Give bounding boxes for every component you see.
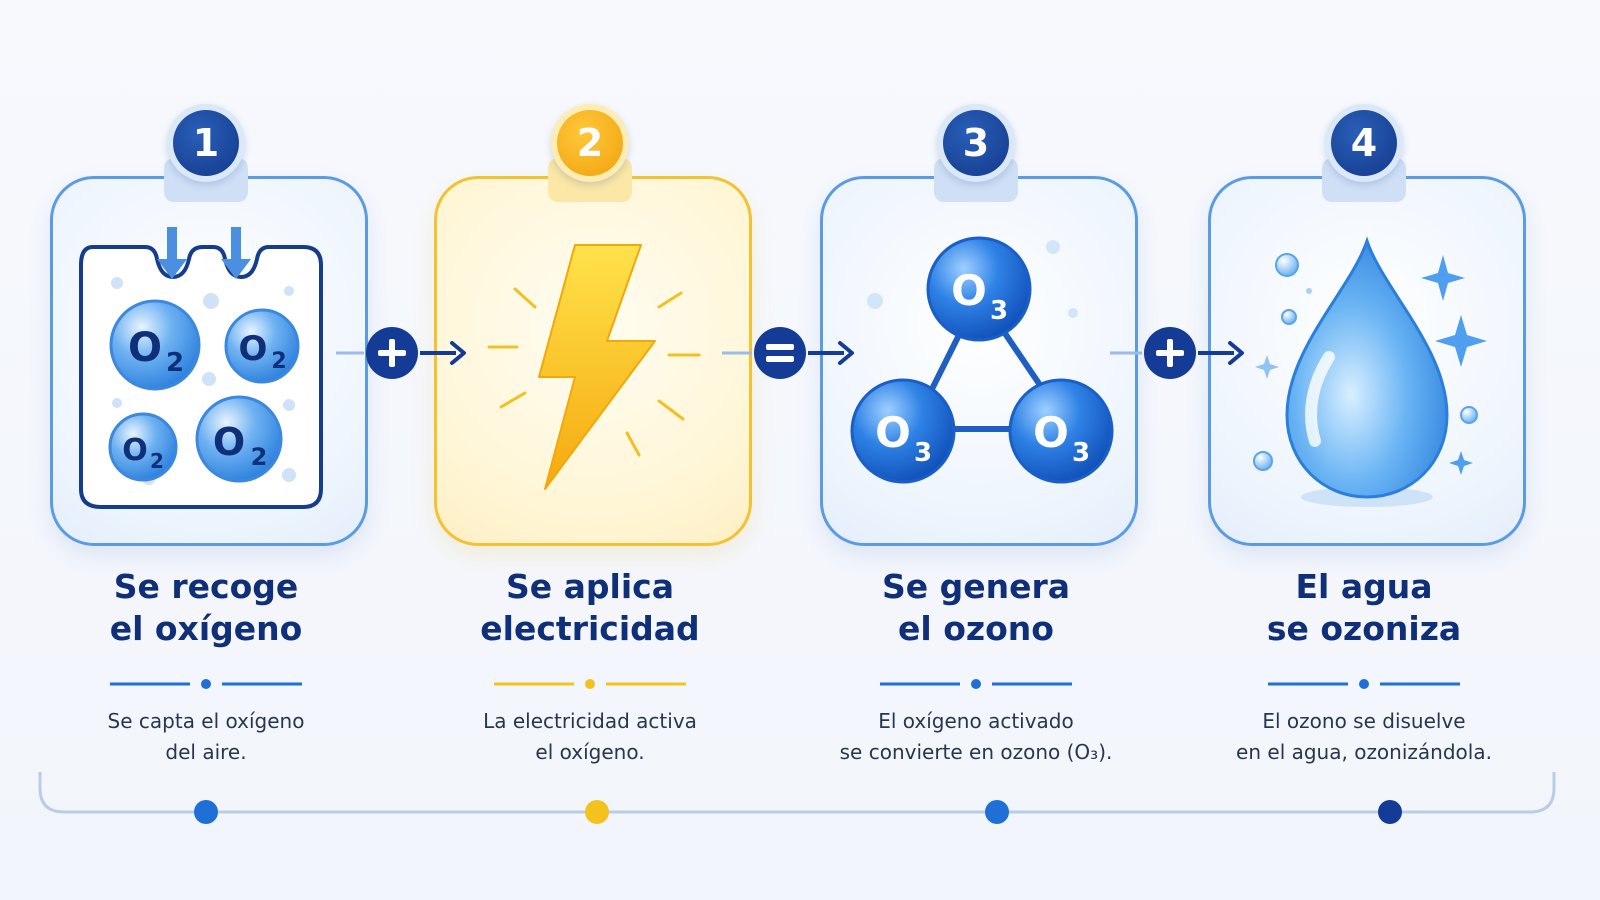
water-drop-icon <box>1253 236 1487 507</box>
svg-text:O: O <box>213 420 245 464</box>
svg-text:O: O <box>128 325 162 371</box>
svg-text:O: O <box>951 266 987 315</box>
svg-text:2: 2 <box>251 443 268 471</box>
o3-atom: O 3 <box>1008 378 1114 484</box>
o3-atom: O 3 <box>926 236 1032 342</box>
step-1-divider <box>110 679 302 689</box>
step-4-divider <box>1268 679 1460 689</box>
o2-molecule: O 2 <box>195 395 283 483</box>
svg-text:3: 3 <box>990 296 1008 326</box>
step-2-divider <box>494 679 686 689</box>
svg-text:O: O <box>239 329 268 369</box>
o3-atom: O 3 <box>850 378 956 484</box>
step-3-card: O 3 O 3 O 3 <box>820 176 1138 546</box>
plus-icon <box>336 327 466 379</box>
svg-text:O: O <box>1033 408 1069 457</box>
step-1-card: O 2 O 2 O 2 O 2 <box>50 176 368 546</box>
lightning-bolt-icon <box>487 244 701 490</box>
svg-text:2: 2 <box>271 349 286 374</box>
air-container-icon: O 2 O 2 O 2 O 2 <box>79 227 323 509</box>
timeline-dot-2 <box>585 800 609 824</box>
svg-text:3: 3 <box>914 438 932 468</box>
step-2-card <box>434 176 752 546</box>
step-4-number-badge: 4 <box>1325 104 1403 182</box>
step-3-number-badge: 3 <box>937 104 1015 182</box>
timeline <box>38 772 1556 824</box>
ozone-molecule-icon: O 3 O 3 O 3 <box>850 236 1114 484</box>
step-1-number-badge: 1 <box>167 104 245 182</box>
o2-molecule: O 2 <box>109 299 201 391</box>
plus-icon <box>1110 327 1244 379</box>
timeline-dot-4 <box>1378 800 1402 824</box>
timeline-dot-3 <box>985 800 1009 824</box>
o2-molecule: O 2 <box>108 412 178 482</box>
step-3-divider <box>880 679 1072 689</box>
equals-icon <box>722 327 854 379</box>
svg-text:O: O <box>875 408 911 457</box>
svg-text:2: 2 <box>166 348 184 378</box>
timeline-dot-1 <box>194 800 218 824</box>
svg-text:O: O <box>122 433 148 468</box>
step-4-card <box>1208 176 1526 546</box>
o2-molecule: O 2 <box>224 308 300 384</box>
svg-text:3: 3 <box>1072 438 1090 468</box>
svg-text:2: 2 <box>150 449 164 473</box>
step-1: O 2 O 2 O 2 O 2 <box>50 100 370 800</box>
step-2-number-badge: 2 <box>551 104 629 182</box>
sparkle-icon <box>1255 255 1487 475</box>
